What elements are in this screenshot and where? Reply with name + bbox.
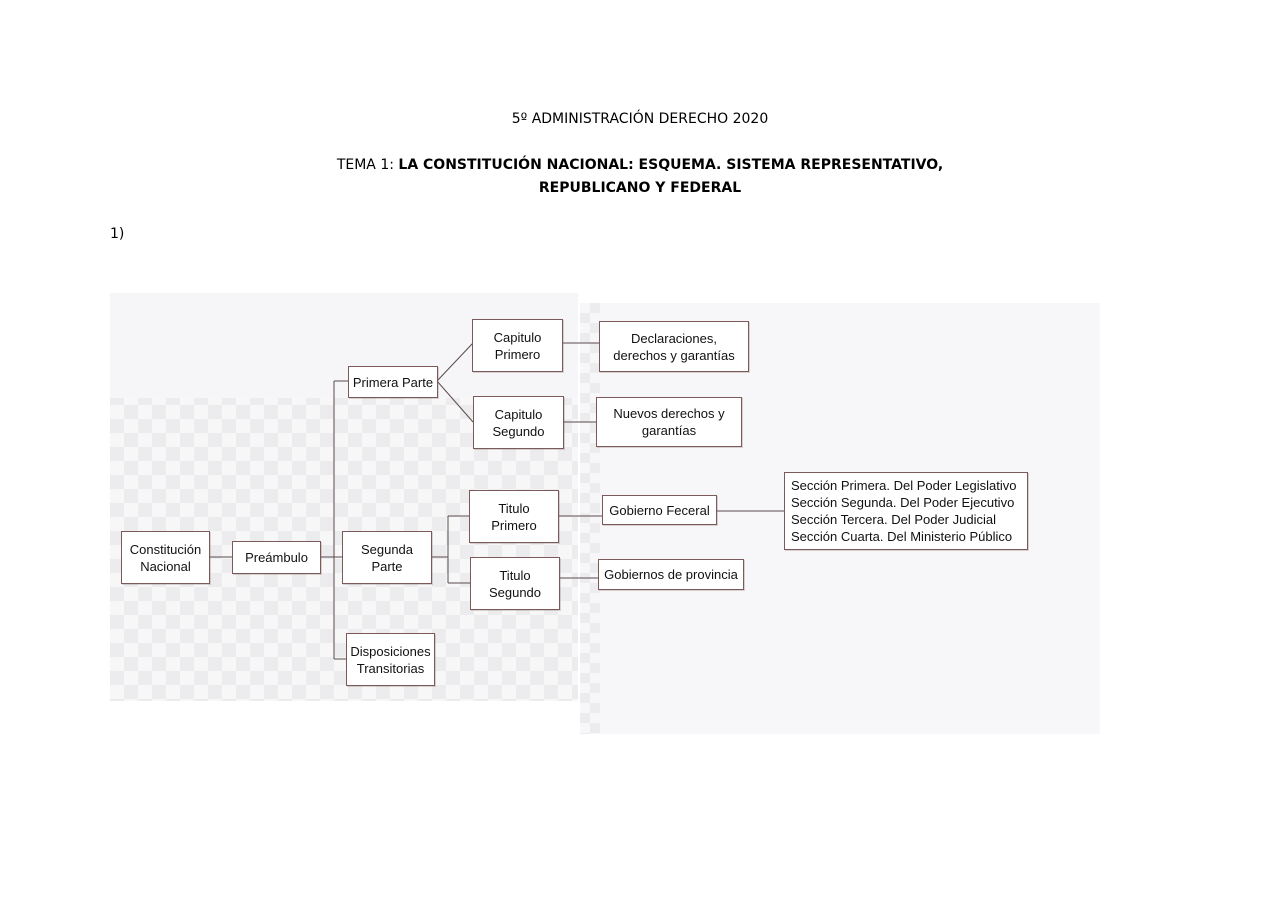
nuevos-derechos-node: Nuevos derechos y garantías (596, 397, 742, 447)
course-title: 5º ADMINISTRACIÓN DERECHO 2020 (511, 111, 769, 127)
constitucion-nacional-node: Constitución Nacional (121, 531, 210, 584)
preambulo-node: Preámbulo (232, 541, 321, 574)
titulo-segundo-node: Titulo Segundo (470, 557, 560, 610)
item-number: 1) (110, 226, 125, 242)
tema-title: LA CONSTITUCIÓN NACIONAL: ESQUEMA. SISTE… (398, 157, 944, 173)
tema-heading-line1: TEMA 1: LA CONSTITUCIÓN NACIONAL: ESQUEM… (0, 157, 1280, 173)
capitulo-primero-node: Capitulo Primero (472, 319, 563, 372)
primera-parte-node: Primera Parte (348, 366, 438, 398)
tema-prefix: TEMA 1: (336, 157, 399, 173)
segunda-parte-node: Segunda Parte (342, 531, 432, 584)
gobiernos-provincia-node: Gobiernos de provincia (598, 559, 744, 590)
tema-heading-line2: REPUBLICANO Y FEDERAL (538, 180, 742, 196)
declaraciones-node: Declaraciones, derechos y garantías (599, 321, 749, 372)
gobierno-federal-node: Gobierno Feceral (602, 495, 717, 525)
titulo-primero-node: Titulo Primero (469, 490, 559, 543)
capitulo-segundo-node: Capitulo Segundo (473, 396, 564, 449)
disposiciones-transitorias-node: Disposiciones Transitorias (346, 633, 435, 686)
secciones-node: Sección Primera. Del Poder Legislativo S… (784, 472, 1028, 550)
